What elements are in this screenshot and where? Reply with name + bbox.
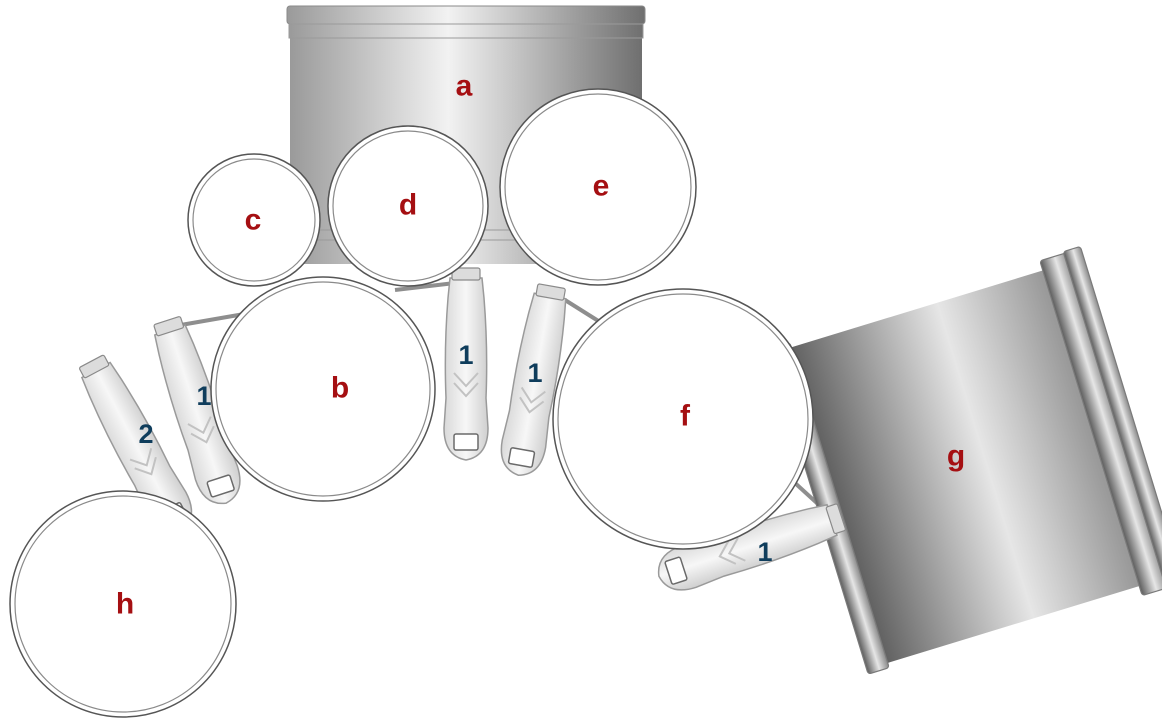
pedal-label-p1: 2: [138, 419, 153, 449]
drum-c: [187, 153, 321, 287]
label-e: e: [593, 170, 610, 203]
label-b: b: [331, 372, 349, 405]
pedal-label-p2: 1: [196, 381, 211, 411]
label-f: f: [680, 400, 691, 433]
label-d: d: [399, 189, 417, 222]
label-g: g: [947, 440, 965, 473]
drum-f: [552, 288, 814, 550]
label-c: c: [245, 204, 262, 237]
pedal-label-p3: 1: [458, 340, 473, 370]
label-a: a: [456, 70, 473, 103]
drum-b: [210, 276, 436, 502]
pedal-label-p5: 1: [757, 537, 772, 567]
drum-d: [327, 125, 489, 287]
drum-e: [499, 88, 697, 286]
drum-h: [9, 490, 237, 718]
label-h: h: [116, 588, 134, 621]
pedal-label-p4: 1: [527, 358, 542, 388]
